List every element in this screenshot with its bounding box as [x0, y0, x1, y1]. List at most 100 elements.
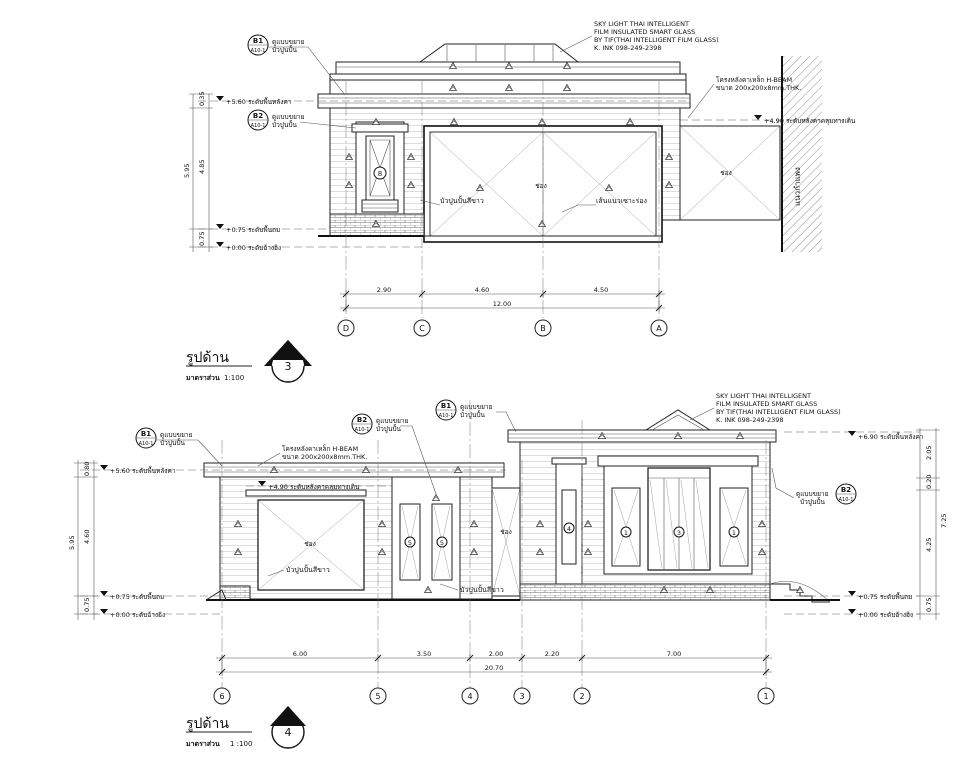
callout-b2-mid: B2 A10-1 ดูแบบขยาย บัวปูนปั้น — [351, 413, 437, 495]
grid-lines: 2.90 4.60 4.50 12.00 D C B A — [337, 80, 668, 337]
svg-text:5: 5 — [440, 539, 444, 547]
total-dim: 12.00 — [493, 300, 512, 308]
groove-label: เส้นแนวเซาะร่อง — [596, 197, 647, 205]
svg-text:A10-1: A10-1 — [439, 413, 454, 419]
svg-text:B1: B1 — [253, 37, 263, 45]
level-roof-right: +6.90 ระดับพื้นหลังคา — [858, 432, 924, 441]
vertical-dimensions-left: 0.80 4.60 5.95 0.75 — [68, 460, 98, 620]
grid-bubble-a: A — [650, 319, 668, 337]
svg-text:1:100: 1:100 — [224, 374, 244, 382]
svg-text:1 :100: 1 :100 — [230, 740, 252, 748]
level-lines-4: +5.60 ระดับพื้นหลังคา +0.75 ระดับพื้นถม … — [80, 431, 924, 619]
garage-opening-left: ช่อง — [245, 489, 367, 591]
svg-text:2.05: 2.05 — [925, 446, 933, 460]
opening-label-right: ช่อง — [720, 169, 732, 177]
svg-text:ดูแบบขยาย: ดูแบบขยาย — [460, 403, 493, 411]
vdim-1: 0.35 — [198, 92, 206, 106]
svg-text:K. INK 098-249-2398: K. INK 098-249-2398 — [716, 416, 784, 424]
level-roof: +5.60 ระดับพื้นหลังคา — [226, 97, 292, 106]
svg-text:B2: B2 — [357, 416, 367, 424]
svg-text:บัวปูนปั้น: บัวปูนปั้น — [460, 410, 485, 419]
grid-lines-4: 6.00 3.50 2.00 2.20 7.00 20.70 6 5 4 3 2… — [213, 400, 775, 705]
svg-text:5: 5 — [408, 539, 412, 547]
svg-text:3.50: 3.50 — [417, 650, 431, 658]
svg-text:D: D — [343, 324, 349, 333]
svg-text:6.00: 6.00 — [293, 650, 307, 658]
grid-bubble-5: 5 — [369, 687, 387, 705]
hdim-3: 4.50 — [594, 286, 608, 294]
door-bay-5: 5 5 — [391, 476, 461, 600]
svg-text:0.75: 0.75 — [925, 598, 933, 612]
svg-text:2.20: 2.20 — [545, 650, 559, 658]
svg-text:4: 4 — [285, 726, 292, 739]
vdim-4: 0.75 — [198, 232, 206, 246]
level-floor: +0.75 ระดับพื้นถม — [226, 225, 280, 234]
svg-text:20.70: 20.70 — [485, 664, 504, 672]
hdim-2: 4.60 — [475, 286, 489, 294]
level-roof-left: +5.60 ระดับพื้นหลังคา — [110, 466, 176, 475]
level-fascia: +4.90 ระดับหลังคาคลุมทางเดิน — [268, 483, 360, 491]
svg-text:5.95: 5.95 — [68, 536, 76, 550]
svg-text:7.00: 7.00 — [667, 650, 681, 658]
grid-bubble-1: 1 — [757, 687, 775, 705]
svg-text:1: 1 — [763, 692, 768, 701]
svg-text:A: A — [656, 324, 662, 333]
level-ground-left: +0.00 ระดับอ้างอิง — [110, 611, 165, 619]
callout-b1-left: B1 A10-1 ดูแบบขยาย บัวปูนปั้น — [135, 427, 223, 467]
title-block-3: รูปด้าน มาตราส่วน 1:100 3 — [186, 340, 312, 383]
middle-opening: ช่อง — [491, 487, 521, 597]
svg-text:ขนาด 200x200x8mm.THK.: ขนาด 200x200x8mm.THK. — [282, 453, 367, 461]
door-bay-left: 8 — [351, 121, 409, 219]
glass-note-4: SKY LIGHT THAI INTELLIGENT FILM INSULATE… — [689, 392, 841, 424]
svg-text:โครงหลังคาเหล็ก H-BEAM: โครงหลังคาเหล็ก H-BEAM — [716, 75, 792, 84]
grid-bubble-d: D — [337, 319, 355, 337]
vdim-2: 4.85 — [198, 160, 206, 174]
svg-text:7.25: 7.25 — [940, 514, 948, 528]
svg-text:ดูแบบขยาย: ดูแบบขยาย — [376, 417, 409, 425]
callout-b2-right: B2 A10-1 ดูแบบขยาย บัวปูนปั้น — [771, 467, 857, 506]
svg-text:ดูแบบขยาย: ดูแบบขยาย — [160, 431, 193, 439]
svg-text:A10-1: A10-1 — [139, 441, 154, 447]
vdim-3: 5.95 — [183, 164, 191, 178]
number: 3 — [285, 360, 292, 373]
grid-bubble-4: 4 — [461, 687, 479, 705]
callout-b2: B2 A10-1 ดูแบบขยาย บัวปูนปั้น — [247, 109, 357, 131]
svg-text:มาตราส่วน: มาตราส่วน — [186, 740, 220, 748]
level-floor-left: +0.75 ระดับพื้นถม — [110, 592, 164, 601]
svg-text:B1: B1 — [441, 402, 451, 410]
svg-text:บัวปูนปั้น: บัวปูนปั้น — [272, 45, 297, 54]
elevation-4: ช่อง 5 5 ช่อง — [68, 392, 948, 749]
svg-text:2: 2 — [579, 692, 584, 701]
vertical-dimensions-right: 2.05 0.20 4.25 7.25 0.75 — [916, 428, 948, 620]
svg-text:K. INK 098-249-2398: K. INK 098-249-2398 — [594, 44, 662, 52]
svg-text:SKY LIGHT THAI INTELLIGENT: SKY LIGHT THAI INTELLIGENT — [594, 20, 689, 28]
vertical-dimensions: 0.35 4.85 5.95 0.75 — [183, 92, 213, 252]
door-tag: 8 — [378, 170, 382, 178]
svg-text:A10-1: A10-1 — [839, 497, 854, 503]
grid-bubble-c: C — [413, 319, 431, 337]
grid-bubble-6: 6 — [213, 687, 231, 705]
svg-text:3: 3 — [519, 692, 524, 701]
svg-text:SKY LIGHT THAI INTELLIGENT: SKY LIGHT THAI INTELLIGENT — [716, 392, 811, 400]
svg-text:บัวปูนปั้น: บัวปูนปั้น — [272, 120, 297, 129]
grid-bubble-b: B — [534, 319, 552, 337]
wall-label: แนวกำแพง — [793, 167, 802, 206]
beam-note: โครงหลังคาเหล็ก H-BEAM ขนาด 200x200x8mm.… — [687, 75, 801, 119]
svg-text:4.60: 4.60 — [83, 530, 91, 544]
svg-text:B: B — [540, 324, 546, 333]
svg-text:FILM INSULATED SMART GLASS: FILM INSULATED SMART GLASS — [594, 28, 695, 36]
svg-text:บัวปูนปั้น: บัวปูนปั้น — [160, 438, 185, 447]
svg-text:ดูแบบขยาย: ดูแบบขยาย — [796, 490, 829, 498]
svg-text:2.00: 2.00 — [489, 650, 503, 658]
svg-text:มาตราส่วน: มาตราส่วน — [186, 374, 220, 382]
svg-text:C: C — [419, 324, 425, 333]
glass-note: SKY LIGHT THAI INTELLIGENT FILM INSULATE… — [559, 20, 719, 53]
right-building: 4 1 3 1 — [507, 409, 831, 603]
svg-text:BY TIF(THAI INTELLIGENT FILM G: BY TIF(THAI INTELLIGENT FILM GLASS) — [716, 408, 841, 416]
level-fascia: +4.90 ระดับหลังคาคลุมทางเดิน — [764, 117, 856, 125]
svg-text:1: 1 — [624, 529, 628, 537]
boundary-wall: แนวกำแพง — [781, 56, 822, 252]
svg-text:ขนาด 200x200x8mm.THK.: ขนาด 200x200x8mm.THK. — [716, 84, 801, 92]
svg-text:4.25: 4.25 — [925, 538, 933, 552]
